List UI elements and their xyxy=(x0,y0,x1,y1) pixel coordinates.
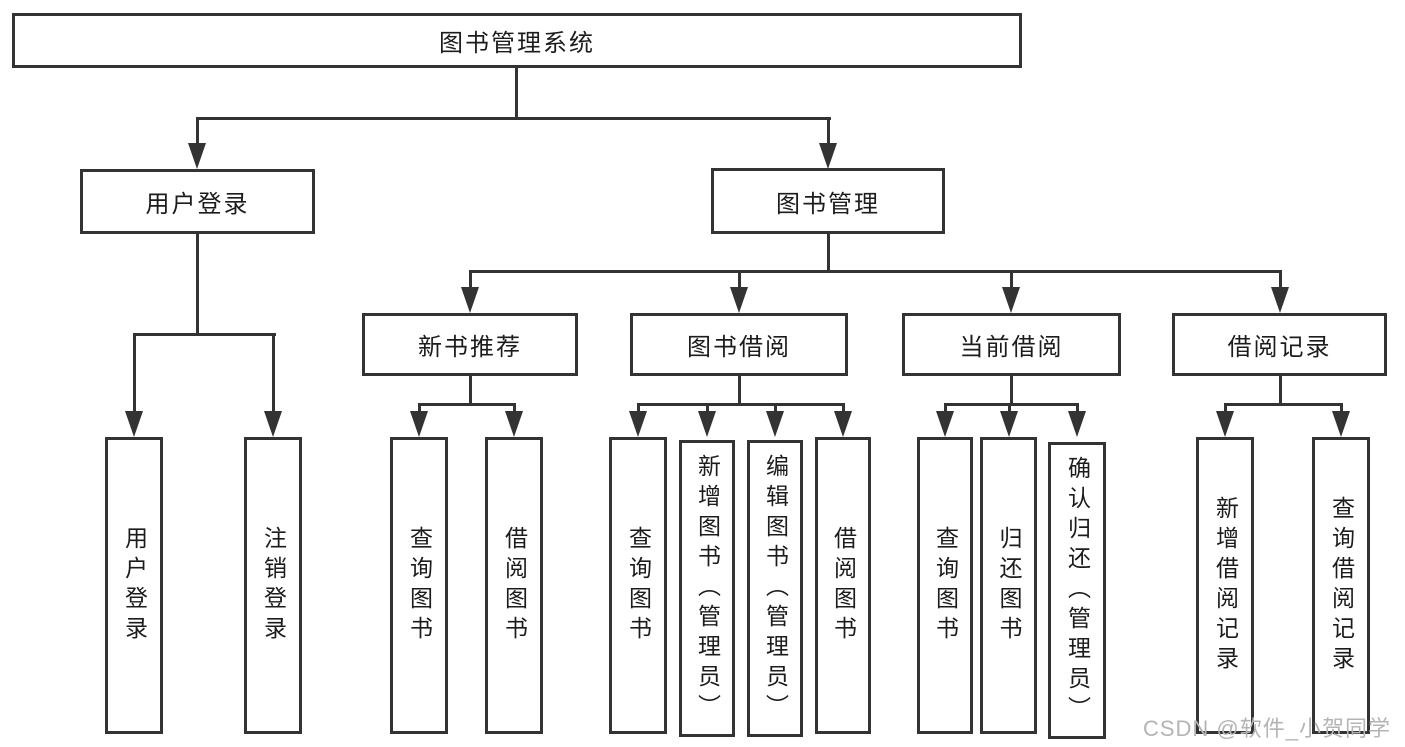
connector-arrow-shaft xyxy=(418,403,421,413)
connector-arrow-shaft xyxy=(774,403,777,413)
arrowhead-icon xyxy=(730,287,748,313)
watermark: CSDN @软件_小贺同学 xyxy=(1142,716,1391,741)
node-current-borrowing: 当前借阅 xyxy=(902,313,1121,376)
connector-borrowing-hline xyxy=(637,403,845,406)
arrowhead-icon xyxy=(1002,287,1020,313)
connector-arrow-shaft xyxy=(706,403,709,413)
connector-arrow-shaft xyxy=(513,403,516,413)
connector-arrow-shaft xyxy=(637,403,640,413)
arrowhead-icon xyxy=(1332,411,1350,437)
connector-arrow-shaft xyxy=(196,117,199,147)
leaf-borrowing-edit-books-admin: 编辑图书（管理员） xyxy=(747,440,803,737)
connector-arrow-shaft xyxy=(1076,403,1079,413)
connector-arrow-shaft xyxy=(842,403,845,413)
node-library-system: 图书管理系统 xyxy=(12,13,1022,68)
connector-arrow-shaft xyxy=(1279,270,1282,290)
leaf-records-add-record: 新增借阅记录 xyxy=(1196,437,1254,734)
arrowhead-icon xyxy=(461,287,479,313)
connector-records-hline xyxy=(1224,403,1342,406)
arrowhead-icon xyxy=(1068,411,1086,437)
leaf-records-query-record: 查询借阅记录 xyxy=(1312,437,1370,734)
connector-mgmt-vline xyxy=(827,234,830,273)
arrowhead-icon xyxy=(1000,411,1018,437)
leaf-logout: 注销登录 xyxy=(244,437,302,734)
connector-arrow-shaft xyxy=(944,403,947,413)
connector-arrow-shaft xyxy=(1224,403,1227,413)
connector-mgmt-hline xyxy=(469,270,1282,273)
leaf-current-confirm-return-admin: 确认归还（管理员） xyxy=(1048,442,1106,739)
connector-newbooks-vline xyxy=(469,376,472,406)
node-book-management: 图书管理 xyxy=(711,168,945,234)
connector-arrow-shaft xyxy=(1010,270,1013,290)
node-borrow-records: 借阅记录 xyxy=(1172,313,1387,376)
leaf-borrowing-query-books: 查询图书 xyxy=(609,437,667,734)
arrowhead-icon xyxy=(410,411,428,437)
connector-arrow-shaft xyxy=(272,333,275,413)
arrowhead-icon xyxy=(1216,411,1234,437)
connector-root-hline xyxy=(196,117,831,120)
arrowhead-icon xyxy=(834,411,852,437)
arrowhead-icon xyxy=(264,411,282,437)
connector-arrow-shaft xyxy=(1008,403,1011,413)
arrowhead-icon xyxy=(188,143,206,169)
arrowhead-icon xyxy=(125,411,143,437)
connector-arrow-shaft xyxy=(827,117,830,147)
arrowhead-icon xyxy=(505,411,523,437)
leaf-newbooks-borrow-books: 借阅图书 xyxy=(485,437,543,734)
leaf-newbooks-query-books: 查询图书 xyxy=(390,437,448,734)
leaf-user-login: 用户登录 xyxy=(105,437,163,734)
leaf-borrowing-add-books-admin: 新增图书（管理员） xyxy=(679,440,735,737)
connector-arrow-shaft xyxy=(738,270,741,290)
connector-arrow-shaft xyxy=(1340,403,1343,413)
connector-login-vline xyxy=(196,234,199,336)
connector-login-hline xyxy=(133,333,276,336)
connector-current-hline xyxy=(944,403,1078,406)
connector-arrow-shaft xyxy=(133,333,136,413)
connector-arrow-shaft xyxy=(469,270,472,290)
connector-newbooks-hline xyxy=(418,403,516,406)
connector-borrowing-vline xyxy=(738,376,741,406)
leaf-current-return-books: 归还图书 xyxy=(980,437,1037,734)
connector-records-vline xyxy=(1279,376,1282,406)
arrowhead-icon xyxy=(1271,287,1289,313)
node-new-book-recommend: 新书推荐 xyxy=(362,313,578,376)
arrowhead-icon xyxy=(766,411,784,437)
leaf-current-query-books: 查询图书 xyxy=(917,437,973,734)
arrowhead-icon xyxy=(698,411,716,437)
connector-root-vline xyxy=(515,68,518,119)
leaf-borrowing-borrow-books: 借阅图书 xyxy=(815,437,871,734)
connector-current-vline xyxy=(1010,376,1013,406)
node-book-borrowing: 图书借阅 xyxy=(630,313,848,376)
node-user-login-branch: 用户登录 xyxy=(80,169,315,234)
arrowhead-icon xyxy=(629,411,647,437)
arrowhead-icon xyxy=(936,411,954,437)
arrowhead-icon xyxy=(819,143,837,169)
